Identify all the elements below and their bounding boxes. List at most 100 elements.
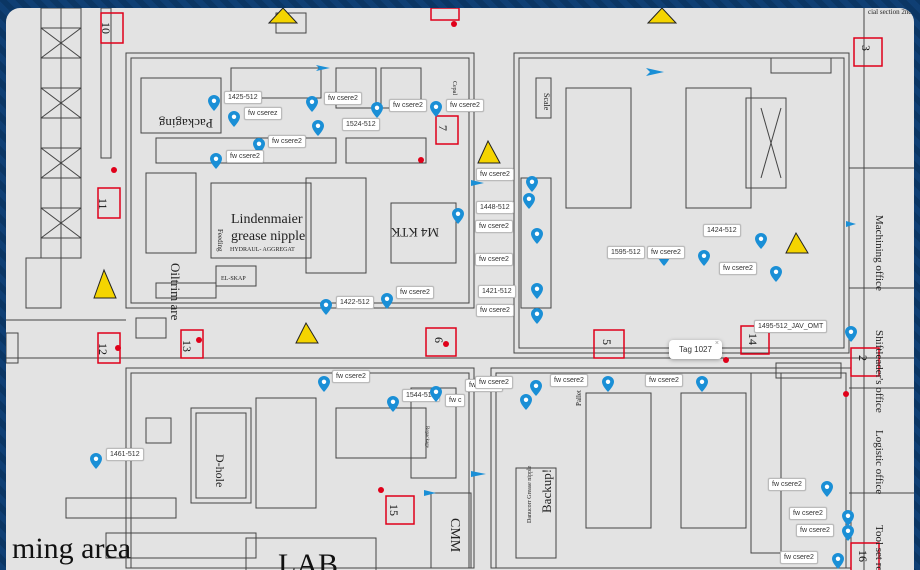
map-pin-icon[interactable] (520, 394, 532, 410)
map-pin-icon[interactable] (698, 250, 710, 266)
room-label-oiltrim: Oiltrim are (168, 263, 183, 321)
room-label-tool-set-room: Tool set room (873, 525, 885, 570)
marker-label[interactable]: 1495-512_JAV_OMT (754, 320, 828, 333)
grid-marker-11: 11 (96, 198, 110, 210)
marker-label[interactable]: fw csere2 (324, 92, 362, 105)
map-pin-icon[interactable] (696, 376, 708, 392)
room-label-cepal: Cepal (451, 81, 457, 95)
map-pin-icon[interactable] (523, 193, 535, 209)
map-pin-icon[interactable] (845, 326, 857, 342)
room-label-pallet: Pallet (575, 390, 583, 406)
room-label-lab: LAB (278, 548, 338, 570)
marker-label[interactable]: 1425-512 (224, 91, 262, 104)
tag-popup[interactable]: Tag 1027 × (669, 340, 722, 359)
marker-label[interactable]: fw csere2 (332, 370, 370, 383)
marker-label[interactable]: 1524-512 (342, 118, 380, 131)
room-label-cmm: CMM (447, 518, 462, 553)
map-pin-icon[interactable] (531, 308, 543, 324)
marker-label[interactable]: fw cserez (244, 107, 282, 120)
marker-label[interactable]: fw csere2 (389, 99, 427, 112)
room-label-special-section: cial section 2nd (868, 8, 912, 16)
map-pin-icon[interactable] (208, 95, 220, 111)
map-pin-icon[interactable] (602, 376, 614, 392)
room-label-machining-office: Machining office (873, 215, 885, 291)
map-pin-icon[interactable] (306, 96, 318, 112)
marker-label[interactable]: fw csere2 (475, 220, 513, 233)
room-label-el-skap: EL-SKAP (221, 276, 246, 282)
marker-label[interactable]: fw csere2 (396, 286, 434, 299)
map-pin-icon[interactable] (755, 233, 767, 249)
marker-label[interactable]: fw c (445, 394, 466, 407)
marker-label[interactable]: fw csere2 (768, 478, 806, 491)
marker-label[interactable]: fw csere2 (226, 150, 264, 163)
floor-plan-map[interactable]: Packaging Lindenmaier grease nipple M4 K… (6, 8, 914, 570)
marker-label[interactable]: fw csere2 (476, 168, 514, 181)
marker-label[interactable]: fw csere2 (475, 376, 513, 389)
map-pin-icon[interactable] (381, 293, 393, 309)
grid-marker-5: 5 (600, 339, 614, 345)
map-pin-icon[interactable] (842, 510, 854, 526)
map-pin-icon[interactable] (531, 228, 543, 244)
map-pin-icon[interactable] (452, 208, 464, 224)
room-label-d-hole: D-hole (213, 454, 227, 487)
map-pin-icon[interactable] (318, 376, 330, 392)
marker-label[interactable]: 1421-512 (478, 285, 516, 298)
map-pin-icon[interactable] (430, 386, 442, 402)
marker-label[interactable]: 1424-512 (703, 224, 741, 237)
room-label-scale: Scale (542, 93, 551, 111)
room-label-logistic-office: Logistic office (873, 430, 885, 494)
grid-marker-10: 10 (99, 22, 113, 34)
marker-label[interactable]: 1461-512 (106, 448, 144, 461)
grid-marker-7: 7 (436, 125, 450, 131)
map-pin-icon[interactable] (210, 153, 222, 169)
room-label-backup: Backup! (539, 469, 554, 513)
map-pin-icon[interactable] (312, 120, 324, 136)
grid-marker-6: 6 (432, 337, 446, 343)
map-pin-icon[interactable] (228, 111, 240, 127)
room-label-danucorr: Danucorr Grease nipple (527, 465, 533, 523)
popup-label: Tag 1027 (679, 345, 712, 354)
marker-label[interactable]: fw csere2 (446, 99, 484, 112)
marker-label[interactable]: fw csere2 (645, 374, 683, 387)
marker-label[interactable]: fw csere2 (789, 507, 827, 520)
room-label-lindenmaier: Lindenmaier (231, 212, 303, 227)
marker-label[interactable]: fw csere2 (719, 262, 757, 275)
room-label-feeding: Feeding (216, 229, 224, 252)
popup-close-button[interactable]: × (714, 340, 719, 347)
marker-label[interactable]: 1422-512 (336, 296, 374, 309)
marker-label[interactable]: 1595-512 (607, 246, 645, 259)
map-pin-icon[interactable] (387, 396, 399, 412)
map-pin-icon[interactable] (770, 266, 782, 282)
map-pin-icon[interactable] (320, 299, 332, 315)
map-pin-icon[interactable] (832, 553, 844, 569)
grid-marker-2: 2 (856, 355, 870, 361)
map-pin-icon[interactable] (526, 176, 538, 192)
marker-label[interactable]: fw csere2 (268, 135, 306, 148)
marker-label[interactable]: fw csere2 (796, 524, 834, 537)
marker-label[interactable]: fw csere2 (647, 246, 685, 259)
map-pin-icon[interactable] (371, 102, 383, 118)
marker-label[interactable]: fw csere2 (475, 253, 513, 266)
map-pin-icon[interactable] (90, 453, 102, 469)
room-label-hydraul: HYDRAUL- AGGREGAT (230, 247, 295, 253)
map-pin-icon[interactable] (821, 481, 833, 497)
marker-label[interactable]: fw csere2 (476, 304, 514, 317)
room-label-m4-ktk: M4 KTK (390, 225, 439, 240)
grid-marker-15: 15 (387, 504, 401, 516)
room-label-grease-nipple: grease nipple (231, 229, 305, 244)
grid-marker-12: 12 (96, 343, 110, 355)
grid-marker-3: 3 (859, 45, 873, 51)
grid-marker-13: 13 (180, 340, 194, 352)
marker-label[interactable]: fw csere2 (780, 551, 818, 564)
room-label-ming-area: ming area (12, 532, 132, 565)
room-label-repackage: Repackage (424, 426, 429, 449)
map-pin-icon[interactable] (430, 101, 442, 117)
grid-marker-16: 16 (856, 550, 870, 562)
grid-marker-14: 14 (746, 333, 760, 345)
map-pin-icon[interactable] (531, 283, 543, 299)
map-pin-icon[interactable] (530, 380, 542, 396)
map-pin-icon[interactable] (842, 525, 854, 541)
marker-label[interactable]: 1448-512 (476, 201, 514, 214)
marker-label[interactable]: fw csere2 (550, 374, 588, 387)
